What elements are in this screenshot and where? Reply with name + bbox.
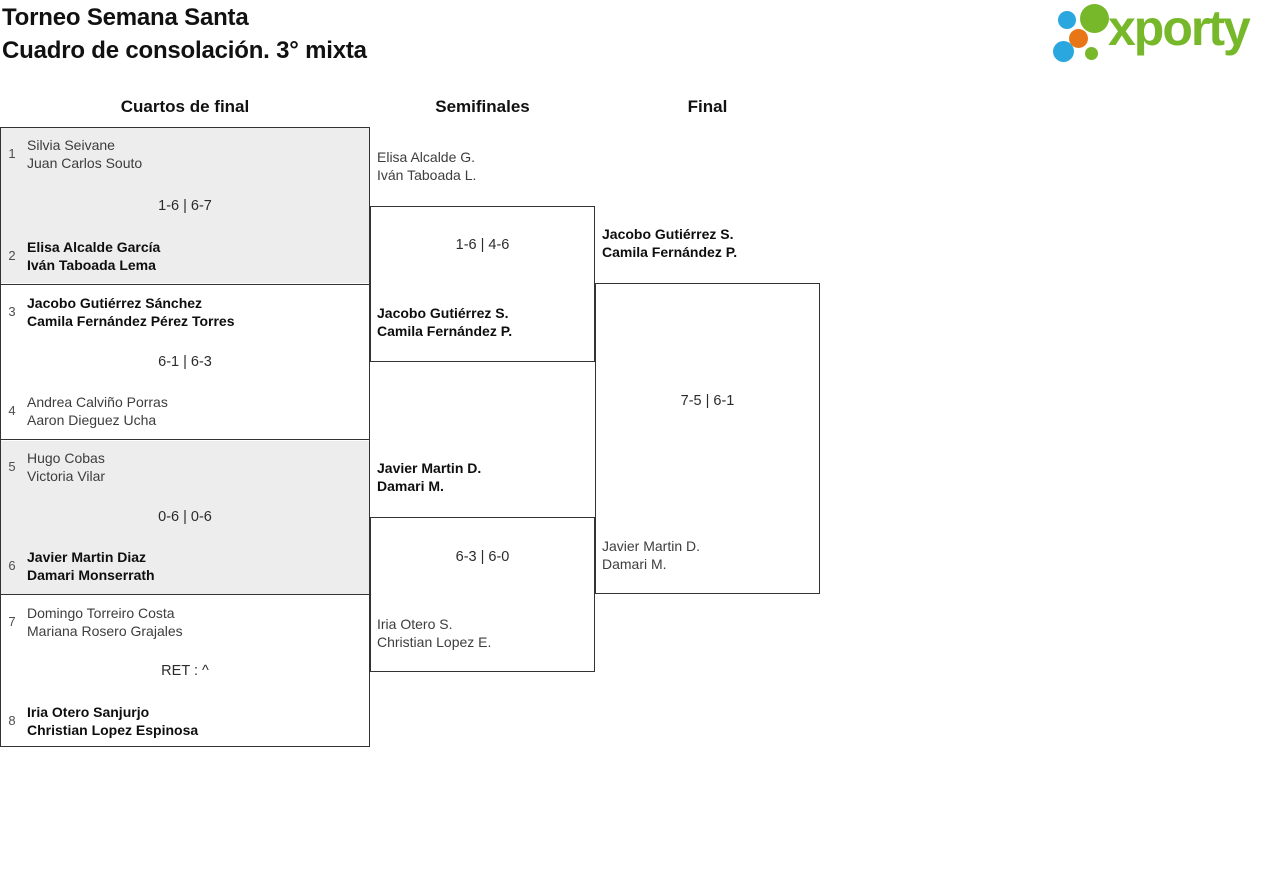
player-name: Victoria Vilar [27,468,106,484]
player-name: Camila Fernández Pérez Torres [27,313,235,329]
qf4-team-top: Domingo Torreiro Costa Mariana Rosero Gr… [27,604,183,640]
qf4-score: RET : ^ [161,663,209,679]
player-name: Hugo Cobas [27,450,105,466]
qf-divider-2 [0,438,370,440]
final-team-top: Jacobo Gutiérrez S. Camila Fernández P. [602,225,737,261]
bracket-subtitle: Cuadro de consolación. 3° mixta [2,37,367,64]
logo-dot-green-large-icon [1080,4,1109,33]
quarterfinals-column-box [0,127,370,747]
xporty-logo[interactable]: xporty [1050,0,1280,68]
player-name: Juan Carlos Souto [27,155,143,171]
player-name: Camila Fernández P. [602,244,738,260]
round-header-quarterfinals: Cuartos de final [120,97,250,116]
round-header-semifinals: Semifinales [435,97,530,116]
sf1-score: 1-6 | 4-6 [455,237,510,253]
seed-6: 6 [8,558,16,573]
sf1-team-bottom: Jacobo Gutiérrez S. Camila Fernández P. [377,304,512,340]
player-name: Jacobo Gutiérrez S. [602,226,734,242]
player-name: Andrea Calviño Porras [27,394,168,410]
player-name: Iván Taboada Lema [27,257,156,273]
final-score: 7-5 | 6-1 [680,393,735,409]
player-name: Elisa Alcalde G. [377,149,476,165]
final-team-bottom: Javier Martin D. Damari M. [602,537,700,573]
seed-4: 4 [8,403,16,418]
player-name: Christian Lopez Espinosa [27,722,199,738]
seed-7: 7 [8,614,16,629]
sf2-team-bottom: Iria Otero S. Christian Lopez E. [377,615,491,651]
player-name: Domingo Torreiro Costa [27,605,175,621]
qf-match-1-shading [1,128,369,283]
round-header-final: Final [687,97,728,116]
qf1-team-top: Silvia Seivane Juan Carlos Souto [27,136,142,172]
player-name: Silvia Seivane [27,137,115,153]
page-title-block: Torneo Semana Santa Cuadro de consolació… [2,1,367,67]
player-name: Aaron Dieguez Ucha [27,412,157,428]
qf1-team-bottom: Elisa Alcalde García Iván Taboada Lema [27,238,160,274]
player-name: Christian Lopez E. [377,634,492,650]
player-name: Jacobo Gutiérrez Sánchez [27,295,203,311]
sf2-team-top: Javier Martin D. Damari M. [377,459,481,495]
player-name: Jacobo Gutiérrez S. [377,305,509,321]
seed-2: 2 [8,248,16,263]
player-name: Mariana Rosero Grajales [27,623,183,639]
xporty-wordmark: xporty [1108,0,1251,56]
player-name: Damari M. [377,478,444,494]
qf2-score: 6-1 | 6-3 [158,354,212,370]
qf-divider-3 [0,593,370,595]
player-name: Damari M. [602,556,667,572]
logo-dot-green-small-icon [1085,47,1098,60]
player-name: Iria Otero Sanjurjo [27,704,150,720]
qf3-team-top: Hugo Cobas Victoria Vilar [27,449,105,485]
qf2-team-bottom: Andrea Calviño Porras Aaron Dieguez Ucha [27,393,168,429]
qf1-score: 1-6 | 6-7 [158,198,212,214]
sf-match-1-box [370,206,595,362]
qf4-team-bottom: Iria Otero Sanjurjo Christian Lopez Espi… [27,703,198,739]
player-name: Javier Martin D. [377,460,482,476]
qf-divider-1 [0,283,370,285]
player-name: Javier Martin D. [602,538,701,554]
qf3-team-bottom: Javier Martin Diaz Damari Monserrath [27,548,155,584]
logo-dot-orange-icon [1069,29,1088,48]
player-name: Damari Monserrath [27,567,155,583]
qf-match-3-shading [1,441,369,594]
qf3-score: 0-6 | 0-6 [158,509,212,525]
player-name: Iria Otero S. [377,616,453,632]
seed-1: 1 [8,146,16,161]
seed-3: 3 [8,304,16,319]
sf-match-2-box [370,517,595,672]
seed-8: 8 [8,713,16,728]
player-name: Iván Taboada L. [377,167,477,183]
player-name: Javier Martin Diaz [27,549,147,565]
logo-dot-blue-small-icon [1058,11,1076,29]
qf2-team-top: Jacobo Gutiérrez Sánchez Camila Fernánde… [27,294,234,330]
final-match-box [595,283,820,594]
tournament-title: Torneo Semana Santa [2,4,249,31]
sf1-team-top: Elisa Alcalde G. Iván Taboada L. [377,148,476,184]
seed-5: 5 [8,459,16,474]
sf2-score: 6-3 | 6-0 [455,549,510,565]
player-name: Camila Fernández P. [377,323,513,339]
player-name: Elisa Alcalde García [27,239,161,255]
logo-dot-blue-large-icon [1053,41,1074,62]
